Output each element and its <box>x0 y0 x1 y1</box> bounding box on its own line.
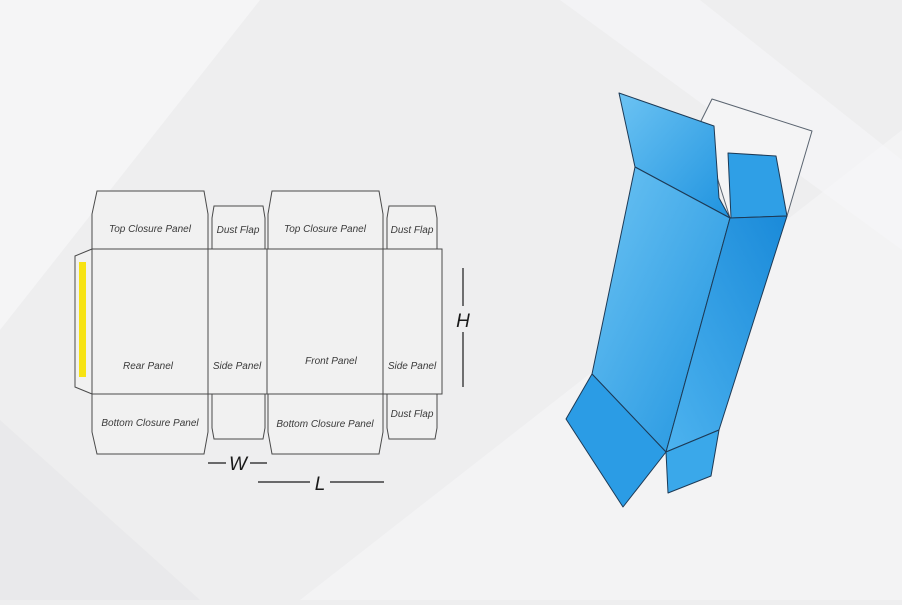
label-front-panel: Front Panel <box>305 356 357 367</box>
rear-panel <box>91 248 209 395</box>
bottom-closure-flap-rear <box>91 393 209 455</box>
label-rear-panel: Rear Panel <box>123 361 174 372</box>
front-panel <box>266 248 384 395</box>
dust-flap-bottom-right <box>386 393 438 440</box>
height-dimension-label: H <box>456 311 470 332</box>
label-bottom-closure-front: Bottom Closure Panel <box>276 419 374 430</box>
side-panel-left <box>207 248 268 395</box>
box-bottom-flap-right <box>665 429 720 494</box>
label-top-closure-front: Top Closure Panel <box>284 224 367 235</box>
length-dimension-label: L <box>315 474 326 495</box>
top-closure-flap-rear <box>91 190 209 250</box>
label-dust-flap-top-right: Dust Flap <box>391 225 434 236</box>
dust-flap-bottom-left <box>211 393 266 440</box>
folded-box-3d <box>565 92 813 508</box>
label-top-closure-rear: Top Closure Panel <box>109 224 192 235</box>
label-dust-flap-top-left: Dust Flap <box>217 225 260 236</box>
width-dimension-label: W <box>229 454 249 475</box>
label-side-panel-left: Side Panel <box>213 361 262 372</box>
dieline-labels: Top Closure Panel Dust Flap Top Closure … <box>101 224 437 430</box>
glue-strip <box>79 262 86 377</box>
box-bottom-flap-left <box>565 373 667 508</box>
box-top-flap-left <box>618 92 731 219</box>
side-panel-right <box>382 248 443 395</box>
label-side-panel-right: Side Panel <box>388 361 437 372</box>
label-dust-flap-bottom-right: Dust Flap <box>391 409 434 420</box>
label-bottom-closure-rear: Bottom Closure Panel <box>101 418 199 429</box>
dieline <box>74 190 443 455</box>
bottom-closure-flap-front <box>267 393 384 455</box>
dimension-markers <box>208 268 464 483</box>
top-closure-flap-front <box>267 190 384 250</box>
